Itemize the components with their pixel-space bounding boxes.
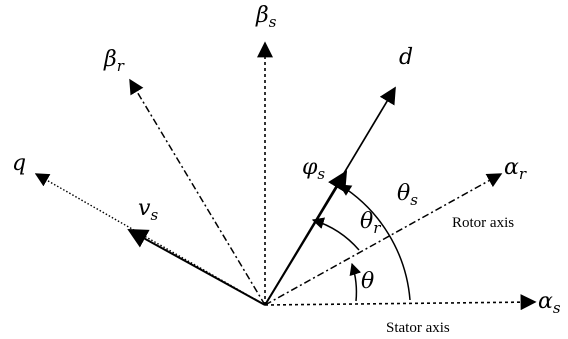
label-q: q	[12, 151, 26, 176]
beta-r-axis-line	[129, 78, 266, 306]
label-stator-axis: Stator axis	[386, 320, 450, 336]
label-alpha-s: αs	[538, 289, 561, 317]
label-theta: θ	[361, 269, 374, 294]
label-theta-r: θr	[360, 209, 381, 237]
theta-arc	[349, 262, 362, 302]
label-theta-s: θs	[397, 181, 418, 209]
stator-axis-line	[264, 294, 537, 311]
theta-s-arc	[338, 184, 411, 301]
label-rotor-axis: Rotor axis	[452, 215, 514, 231]
phis-vector	[264, 170, 348, 306]
label-beta-s: βs	[255, 3, 277, 31]
alpha-r-axis-line	[264, 173, 503, 306]
label-phi-s: φs	[302, 155, 325, 183]
label-beta-r: βr	[103, 47, 125, 75]
theta-r-arc	[311, 217, 360, 251]
vs-vector	[127, 229, 266, 306]
label-d: d	[399, 45, 413, 70]
label-alpha-r: αr	[504, 155, 527, 183]
label-v-s: vs	[138, 196, 158, 224]
